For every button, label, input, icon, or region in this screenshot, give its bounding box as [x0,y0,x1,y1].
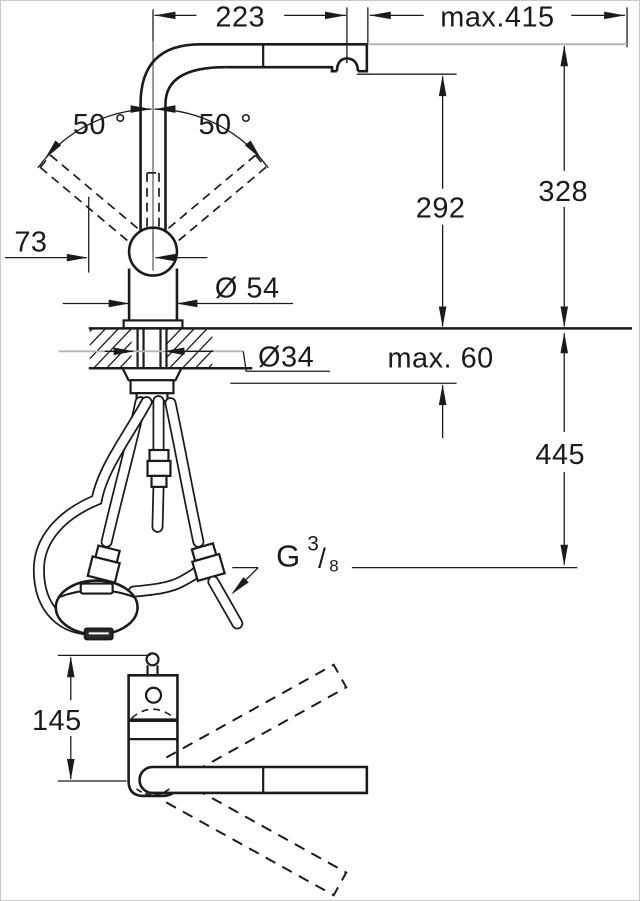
dim-50deg-right-label: 50 ° [198,109,252,141]
dimension-73: 73 [4,196,208,273]
dimensions-side-view: 223 max.415 50 ° 50 ° [4,1,628,595]
thread-g38-label-slash: / [318,543,326,574]
counterweight-clamp-top [79,582,114,595]
lever-pivot-plan [144,686,163,704]
counterweight [54,579,139,641]
thread-g38-label-numerator: 3 [307,533,319,556]
mounting-nut [129,379,175,395]
dimension-50deg-left: 50 ° [37,105,152,169]
dimension-445: 445 [535,332,585,566]
mounting-shank [136,328,168,369]
dimension-max415: max.415 [367,1,628,48]
spout-underside [225,65,337,73]
dimension-145: 145 [32,654,151,782]
dim-max415-label: max.415 [440,1,554,33]
lever-tilted-left [39,154,140,243]
dim-328-label: 328 [538,176,588,208]
callout-g38: G 3 / 8 [231,533,578,595]
dimension-max60: max. 60 [230,342,493,439]
dim-292-label: 292 [416,193,466,225]
countertop-section [88,327,633,370]
spout-outline [139,42,369,231]
hidden-base-edge [136,788,170,796]
dimension-50deg-right: 50 ° [154,105,269,169]
spout-inner-edge [164,65,226,231]
dim-73-label: 73 [14,227,47,259]
dim-223-label: 223 [215,1,265,33]
dim-145-label: 145 [32,705,82,737]
dim-445-label: 445 [535,439,585,471]
side-view-faucet [39,9,369,330]
hose-tail-right [207,575,244,630]
dimension-292: 292 [356,73,466,328]
lever-tip-top [145,652,160,667]
bottom-plan-view: 145 [32,652,369,897]
coupling-upper [148,448,170,463]
center-hose-coupling [146,395,172,533]
dimension-328: 328 [538,45,588,328]
mounting-washer [120,367,184,382]
ball-joint [127,226,179,277]
dimension-223: 223 [154,1,348,64]
coupling-nut [146,459,172,478]
lever-tilted-right [166,154,267,243]
dim-50deg-left-label: 50 ° [73,109,127,141]
dimension-dia34: Ø34 [58,341,330,373]
hidden-dome-edge [131,708,175,719]
thread-g38-label-g: G [276,539,300,574]
under-sink-assembly [32,367,244,641]
dim-dia54-label: Ø 54 [215,272,280,304]
spout-plan [138,765,369,795]
dimension-dia54: Ø 54 [62,272,294,308]
coupling-lower [150,474,168,488]
thread-g38-label-denominator: 8 [329,557,338,576]
dim-dia34-label: Ø34 [258,341,314,373]
countertop-hatch-left [89,329,132,368]
dim-max60-label: max. 60 [387,342,493,374]
spout-swivel-lower [165,778,348,897]
hose-nut-left [86,544,121,584]
hose-nut-right [190,542,226,583]
spout-swivel-upper [165,663,348,782]
countertop-hatch-right [166,329,213,368]
supply-hose-right [164,397,205,548]
